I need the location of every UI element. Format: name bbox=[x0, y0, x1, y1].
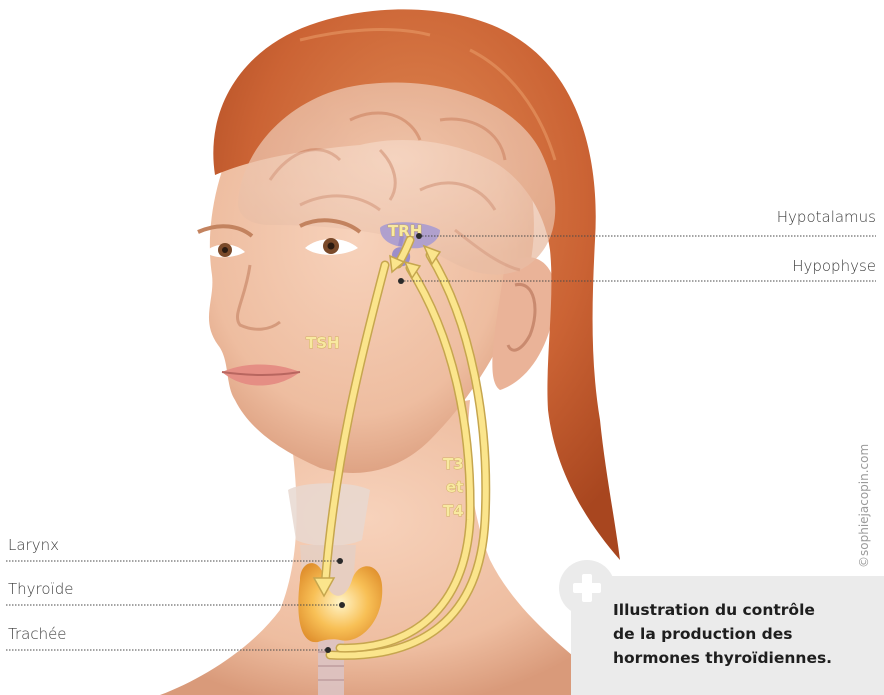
tsh-label: TSH bbox=[306, 334, 340, 352]
label-hypotalamus: Hypotalamus bbox=[777, 208, 876, 226]
caption-line-3: hormones thyroïdiennes. bbox=[613, 646, 873, 670]
caption-line-2: de la production des bbox=[613, 622, 873, 646]
credit-text: ©sophiejacopin.com bbox=[857, 444, 871, 568]
t4-label: T4 bbox=[443, 502, 464, 520]
et-label: et bbox=[446, 478, 463, 496]
label-trachee: Trachée bbox=[8, 625, 67, 643]
caption-box: Illustration du contrôle de la productio… bbox=[571, 576, 884, 695]
label-thyroide: Thyroïde bbox=[8, 580, 73, 598]
caption-line-1: Illustration du contrôle bbox=[613, 598, 873, 622]
label-hypophyse: Hypophyse bbox=[792, 257, 876, 275]
caption-text: Illustration du contrôle de la productio… bbox=[613, 598, 873, 670]
plus-icon bbox=[559, 560, 615, 616]
t3-label: T3 bbox=[443, 455, 464, 473]
label-larynx: Larynx bbox=[8, 536, 59, 554]
